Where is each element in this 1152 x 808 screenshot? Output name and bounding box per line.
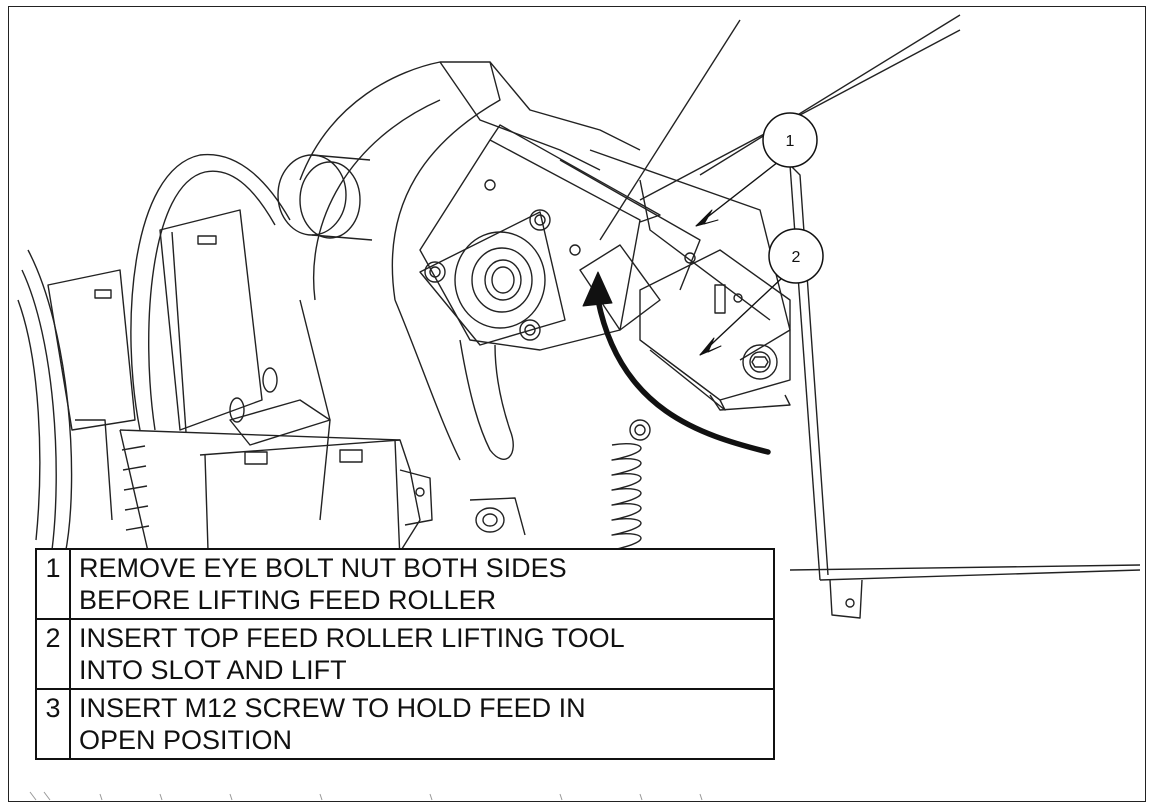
lift-direction-arrow (582, 271, 771, 455)
callout-1-number: 1 (786, 133, 795, 150)
legend-text: INSERT M12 SCREW TO HOLD FEED IN OPEN PO… (69, 688, 775, 760)
callout-1: 1 (762, 112, 818, 168)
legend-number: 3 (35, 688, 71, 760)
bottom-edge-marks (29, 791, 703, 801)
legend-text: INSERT TOP FEED ROLLER LIFTING TOOL INTO… (69, 618, 775, 690)
hopper-outline (599, 14, 1141, 619)
bearing-flange (419, 179, 581, 346)
rotor-housing (299, 61, 641, 521)
legend-row: 2 INSERT TOP FEED ROLLER LIFTING TOOL IN… (35, 618, 775, 690)
guard-plates (47, 209, 263, 433)
lifting-block (579, 244, 791, 411)
callout-leaders (695, 161, 783, 356)
legend-row: 1 REMOVE EYE BOLT NUT BOTH SIDES BEFORE … (35, 548, 775, 620)
legend-text-line: REMOVE EYE BOLT NUT BOTH SIDES (79, 553, 567, 583)
instruction-legend: 1 REMOVE EYE BOLT NUT BOTH SIDES BEFORE … (35, 548, 775, 760)
feed-lever (459, 339, 514, 460)
legend-text: REMOVE EYE BOLT NUT BOTH SIDES BEFORE LI… (69, 548, 775, 620)
drive-belt (130, 153, 291, 431)
legend-text-line: INTO SLOT AND LIFT (79, 655, 347, 685)
motor-body (277, 154, 373, 241)
legend-text-line: OPEN POSITION (79, 725, 293, 755)
legend-text-line: INSERT M12 SCREW TO HOLD FEED IN (79, 693, 586, 723)
legend-text-line: INSERT TOP FEED ROLLER LIFTING TOOL (79, 623, 625, 653)
callout-2-number: 2 (792, 249, 801, 266)
drive-wheel (17, 249, 113, 556)
diagram-frame (8, 6, 1146, 802)
callout-2: 2 (768, 228, 824, 284)
eye-bolts (229, 367, 526, 536)
legend-text-line: BEFORE LIFTING FEED ROLLER (79, 585, 497, 615)
control-box (119, 429, 433, 561)
legend-row: 3 INSERT M12 SCREW TO HOLD FEED IN OPEN … (35, 688, 775, 760)
legend-number: 2 (35, 618, 71, 690)
tension-spring (611, 419, 651, 551)
legend-number: 1 (35, 548, 71, 620)
